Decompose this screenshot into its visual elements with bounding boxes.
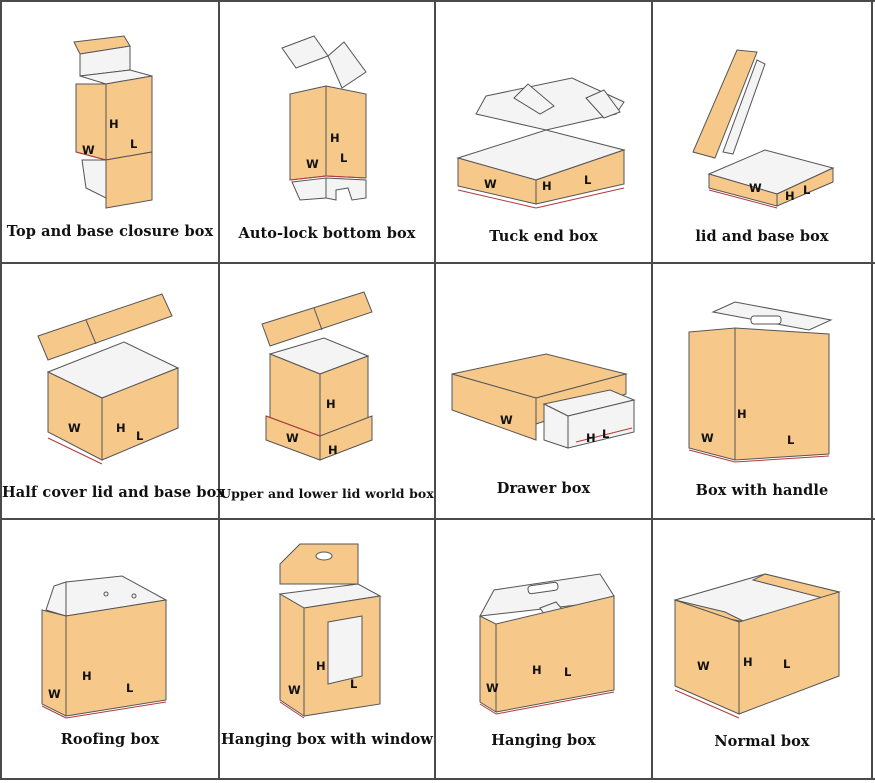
box-cell-9: H W L Roofing box bbox=[2, 520, 218, 778]
width-label: W bbox=[68, 421, 81, 435]
box-caption-2: Auto-lock bottom box bbox=[238, 225, 416, 242]
width-label: W bbox=[288, 683, 301, 697]
box-caption-6: Upper and lower lid world box bbox=[220, 486, 434, 501]
box-cell-10: H W L Hanging box with window bbox=[220, 520, 434, 778]
grid-line-bottom bbox=[0, 778, 875, 780]
length-label: L bbox=[126, 681, 134, 695]
box-caption-7: Drawer box bbox=[496, 480, 591, 497]
grid-line-row2 bbox=[0, 518, 875, 520]
width-label: W bbox=[48, 687, 61, 701]
roofing-box-illustration: H W L bbox=[41, 575, 168, 719]
width-label: W bbox=[286, 431, 299, 445]
height-label: H bbox=[316, 659, 326, 673]
lid-and-base-box-illustration: W H L bbox=[692, 49, 835, 209]
hanging-box-illustration: W H L bbox=[479, 573, 615, 715]
height-label-base: H bbox=[328, 443, 338, 457]
box-caption-5: Half cover lid and base box bbox=[2, 484, 226, 501]
box-caption-1: Top and base closure box bbox=[6, 223, 214, 240]
length-label: L bbox=[584, 173, 592, 187]
box-cell-2: H W L Auto-lock bottom box bbox=[220, 2, 434, 262]
upper-lower-lid-box-illustration: H W H bbox=[261, 291, 373, 461]
length-label: L bbox=[350, 677, 358, 691]
grid-line-top bbox=[0, 0, 875, 2]
half-cover-lid-box-illustration: W H L bbox=[37, 293, 180, 465]
box-caption-9: Roofing box bbox=[60, 731, 160, 748]
height-label: H bbox=[737, 407, 747, 421]
normal-box-illustration: W H L bbox=[673, 573, 841, 719]
width-label: W bbox=[749, 181, 762, 195]
box-cell-5: W H L Half cover lid and base box bbox=[2, 264, 226, 518]
length-label: L bbox=[340, 151, 348, 165]
box-caption-10: Hanging box with window bbox=[221, 731, 433, 748]
length-label: L bbox=[787, 433, 795, 447]
width-label: W bbox=[486, 681, 499, 695]
box-cell-6: H W H Upper and lower lid world box bbox=[220, 264, 434, 518]
height-label: H bbox=[82, 669, 92, 683]
box-cell-11: W H L Hanging box bbox=[436, 520, 651, 778]
grid-line-right bbox=[871, 0, 873, 780]
grid-line-left bbox=[0, 0, 2, 780]
width-label: W bbox=[82, 143, 95, 157]
top-and-base-closure-box-illustration: H W L bbox=[73, 35, 153, 209]
box-cell-8: H W L Box with handle bbox=[653, 264, 871, 518]
height-label: H bbox=[743, 655, 753, 669]
grid-line-col1 bbox=[218, 0, 220, 780]
width-label: W bbox=[306, 157, 319, 171]
width-label: W bbox=[697, 659, 710, 673]
tuck-end-box-illustration: W H L bbox=[456, 77, 626, 209]
height-label: H bbox=[532, 663, 542, 677]
box-with-handle-illustration: H W L bbox=[688, 301, 833, 463]
grid-line-row1 bbox=[0, 262, 875, 264]
box-caption-4: lid and base box bbox=[695, 228, 829, 245]
length-label: L bbox=[803, 183, 811, 197]
grid-line-col3 bbox=[651, 0, 653, 780]
height-label: H bbox=[330, 131, 340, 145]
height-label: H bbox=[116, 421, 126, 435]
drawer-box-illustration: W H L bbox=[451, 353, 636, 449]
height-label: H bbox=[586, 431, 596, 445]
height-label: H bbox=[109, 117, 119, 131]
length-label: L bbox=[130, 137, 138, 151]
height-label: H bbox=[326, 397, 336, 411]
box-caption-3: Tuck end box bbox=[489, 228, 598, 245]
auto-lock-bottom-box-illustration: H W L bbox=[281, 35, 367, 201]
hanging-box-with-window-illustration: H W L bbox=[278, 543, 382, 719]
box-cell-3: W H L Tuck end box bbox=[436, 2, 651, 262]
box-caption-11: Hanging box bbox=[491, 732, 596, 749]
length-label: L bbox=[602, 427, 610, 441]
box-cell-7: W H L Drawer box bbox=[436, 264, 651, 518]
height-label: H bbox=[542, 179, 552, 193]
height-label: H bbox=[785, 189, 795, 203]
length-label: L bbox=[783, 657, 791, 671]
width-label: W bbox=[701, 431, 714, 445]
width-label: W bbox=[484, 177, 497, 191]
grid-line-col2 bbox=[434, 0, 436, 780]
length-label: L bbox=[564, 665, 572, 679]
box-caption-12: Normal box bbox=[714, 733, 810, 750]
box-cell-4: W H L lid and base box bbox=[653, 2, 871, 262]
length-label: L bbox=[136, 429, 144, 443]
box-cell-12: W H L Normal box bbox=[653, 520, 871, 778]
width-label: W bbox=[500, 413, 513, 427]
box-cell-1: H W L Top and base closure box bbox=[2, 2, 218, 262]
box-caption-8: Box with handle bbox=[695, 482, 829, 499]
